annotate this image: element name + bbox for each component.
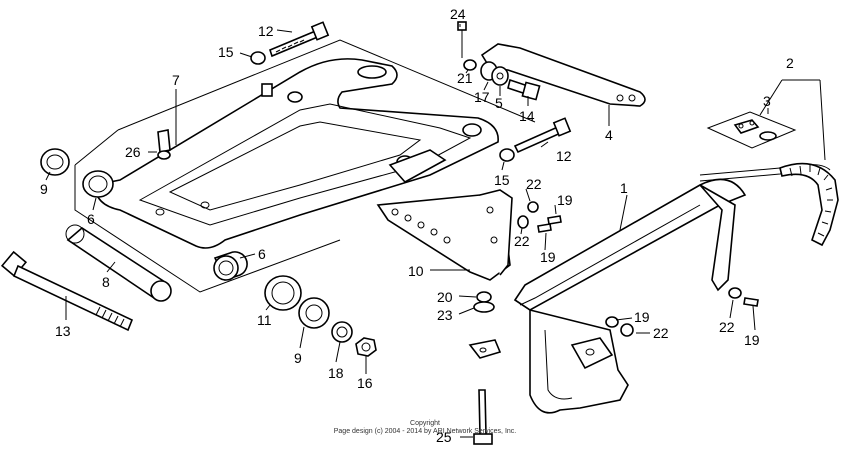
oil-seal-left xyxy=(40,148,70,176)
link-nut xyxy=(463,59,477,71)
callout-14: 14 xyxy=(519,108,535,124)
torque-link xyxy=(480,43,646,107)
master-link xyxy=(706,111,797,149)
chain-case-bracket xyxy=(376,189,513,281)
callout-12-right: 12 xyxy=(556,148,572,164)
callout-19-mid: 19 xyxy=(540,249,556,265)
callout-1: 1 xyxy=(620,180,628,196)
link-bolt xyxy=(507,78,541,101)
grease-fitting xyxy=(157,129,171,160)
callout-9-right: 9 xyxy=(294,350,302,366)
callout-6-rear: 6 xyxy=(258,246,266,262)
small-hardware xyxy=(473,201,759,337)
pivot-bolt-long xyxy=(0,250,134,332)
callout-22-right: 22 xyxy=(719,319,735,335)
callout-10: 10 xyxy=(408,263,424,279)
callout-26: 26 xyxy=(125,144,141,160)
chain-case-bolt xyxy=(473,389,493,445)
callout-18: 18 xyxy=(328,365,344,381)
callout-17: 17 xyxy=(474,89,490,105)
callout-19-right: 19 xyxy=(744,332,760,348)
callout-6-front: 6 xyxy=(87,211,95,227)
callout-4: 4 xyxy=(605,127,613,143)
callout-15-top: 15 xyxy=(218,44,234,60)
callout-3: 3 xyxy=(763,93,771,109)
link-washer xyxy=(480,61,509,86)
callout-20: 20 xyxy=(437,289,453,305)
bearing xyxy=(264,275,302,311)
callout-2: 2 xyxy=(786,55,794,71)
lock-nut-top xyxy=(250,51,266,65)
link-pin xyxy=(457,21,467,58)
leader-lines xyxy=(45,24,826,438)
callout-25: 25 xyxy=(436,429,452,445)
hex-nut xyxy=(355,337,377,357)
oil-seal-right xyxy=(298,297,330,329)
drive-chain xyxy=(699,162,839,247)
callout-13: 13 xyxy=(55,323,71,339)
assembly-outline xyxy=(74,39,536,293)
lock-nut-right xyxy=(499,148,515,162)
copyright-line-2: Page design (c) 2004 - 2014 by ARI Netwo… xyxy=(333,428,517,435)
callout-19-upper: 19 xyxy=(557,192,573,208)
callout-21: 21 xyxy=(457,70,473,86)
callout-22-mid: 22 xyxy=(514,233,530,249)
callout-24: 24 xyxy=(450,6,466,22)
copyright-line-1: Copyright xyxy=(410,420,440,427)
callout-19-lower: 19 xyxy=(634,309,650,325)
pivot-bolt-right xyxy=(513,117,572,154)
callout-16: 16 xyxy=(357,375,373,391)
callout-12-top: 12 xyxy=(258,23,274,39)
callout-11: 11 xyxy=(257,312,272,328)
pivot-bolt-top xyxy=(269,21,330,58)
callout-7: 7 xyxy=(172,72,180,88)
callout-labels: 12 15 7 26 9 6 6 8 13 11 9 18 16 24 21 1… xyxy=(40,6,794,445)
callout-23: 23 xyxy=(437,307,453,323)
pivot-bushing-rear xyxy=(213,251,248,281)
callout-9-left: 9 xyxy=(40,181,48,197)
washer xyxy=(331,321,353,343)
callout-22-lower: 22 xyxy=(653,325,669,341)
callout-15-right: 15 xyxy=(494,172,510,188)
pivot-bushing-front xyxy=(82,170,114,198)
pivot-collar xyxy=(65,224,172,302)
callout-22-upper: 22 xyxy=(526,176,542,192)
callout-5: 5 xyxy=(495,95,503,111)
chain-case xyxy=(468,178,747,414)
callout-8: 8 xyxy=(102,274,110,290)
swing-arm xyxy=(94,58,499,249)
